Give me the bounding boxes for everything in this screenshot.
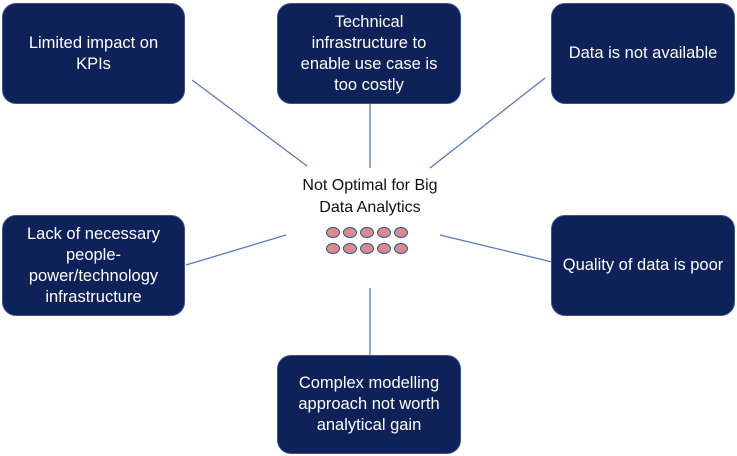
dot-10 (394, 243, 408, 254)
connector-mid-right (439, 234, 553, 263)
box-label: Quality of data is poor (562, 256, 724, 274)
dot-3 (360, 227, 374, 238)
box-limited-impact-kpis: Limited impact on KPIs (2, 3, 185, 104)
connector-top-left (191, 79, 308, 167)
dot-2 (343, 227, 357, 238)
box-infrastructure-too-costly: Technical infrastructure to enable use c… (277, 3, 461, 104)
center-title-line-2: Data Analytics (319, 199, 421, 216)
dot-5 (394, 227, 408, 238)
box-label: Lack of necessary people-power/technolog… (27, 224, 160, 306)
dot-7 (343, 243, 357, 254)
box-data-not-available: Data is not available (551, 3, 735, 104)
connector-top-right (429, 77, 546, 169)
center-title-line-1: Not Optimal for Big (302, 177, 438, 194)
dot-8 (360, 243, 374, 254)
connector-mid-left (185, 234, 287, 266)
center-title: Not Optimal for Big Data Analytics (260, 175, 480, 219)
box-label: Complex modelling approach not worth ana… (298, 374, 440, 434)
dot-9 (377, 243, 391, 254)
dot-4 (377, 227, 391, 238)
dot-6 (326, 243, 340, 254)
box-lack-of-people-power: Lack of necessary people-power/technolog… (2, 215, 185, 316)
box-label: Data is not available (568, 44, 718, 62)
dot-cluster (326, 227, 414, 254)
box-complex-modelling: Complex modelling approach not worth ana… (277, 355, 461, 454)
dot-1 (326, 227, 340, 238)
box-quality-data-poor: Quality of data is poor (551, 215, 735, 316)
box-label: Limited impact on KPIs (28, 33, 159, 73)
box-label: Technical infrastructure to enable use c… (300, 12, 438, 94)
